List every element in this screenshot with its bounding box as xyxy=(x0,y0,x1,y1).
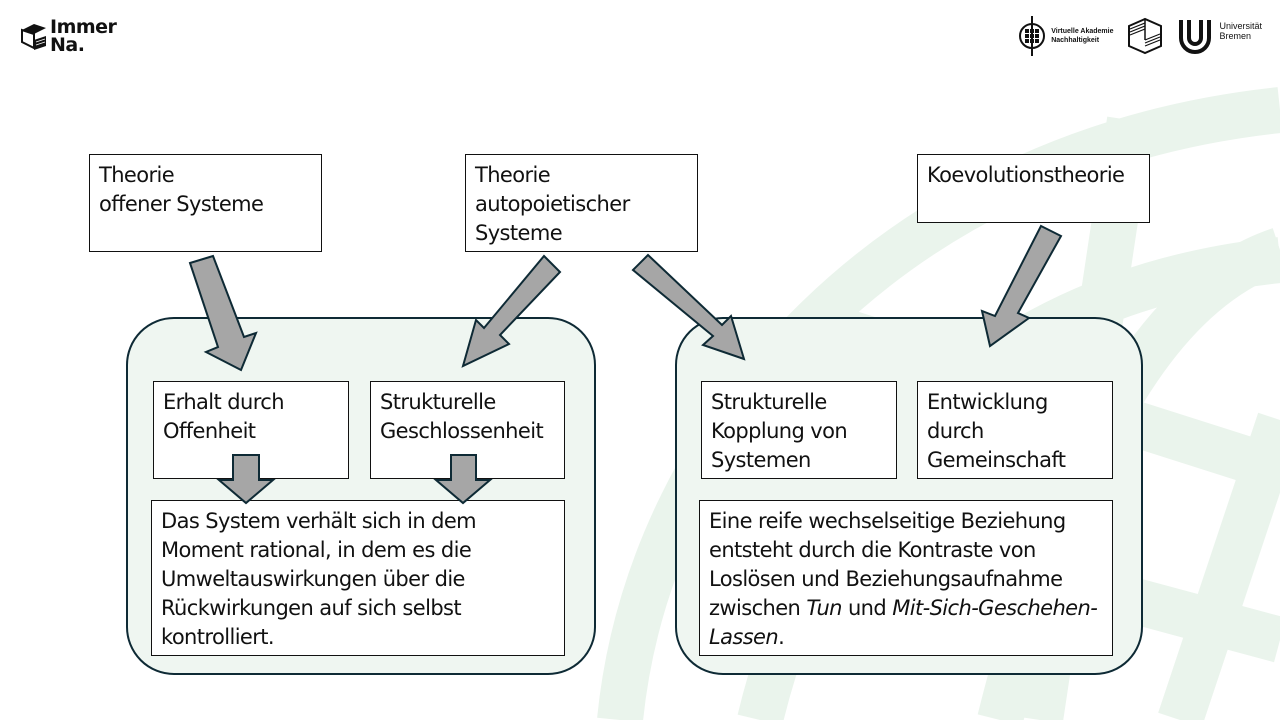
concept-box-strukturelle-geschlossenheit: Strukturelle Geschlossenheit xyxy=(370,381,565,479)
concept-box-entwicklung-durch-gemeinschaft: Entwicklung durch Gemeinschaft xyxy=(917,381,1113,479)
concept-text: Erhalt durch Offenheit xyxy=(163,390,285,443)
concept-box-strukturelle-kopplung: Strukturelle Kopplung von Systemen xyxy=(701,381,897,479)
book-stack-icon xyxy=(21,24,46,50)
conclusion-italic-tun: Tun xyxy=(806,596,842,620)
conclusion-box-right: Eine reife wechselseitige Beziehung ents… xyxy=(699,500,1113,656)
universitaet-bremen-logo: Universität Bremen xyxy=(1177,16,1262,56)
conclusion-text-prefix: Eine reife wechselseitige Beziehung ents… xyxy=(709,509,1066,620)
uni-line-2: Bremen xyxy=(1219,31,1251,41)
conclusion-text: Das System verhält sich in dem Moment ra… xyxy=(161,509,477,649)
theory-box-offene-systeme: Theorie offener Systeme xyxy=(89,154,322,252)
logo-line-1: Immer xyxy=(50,16,117,38)
conclusion-box-left: Das System verhält sich in dem Moment ra… xyxy=(151,500,565,656)
theory-box-autopoietische-systeme: Theorie autopoietischer Systeme xyxy=(465,154,698,252)
immer-na-logo: Immer Na. xyxy=(18,16,117,56)
conclusion-text-middle: und xyxy=(841,596,893,620)
stacked-cube-icon xyxy=(1128,17,1163,55)
u-mark-icon xyxy=(1179,20,1212,54)
theory-text: Theorie offener Systeme xyxy=(99,163,264,216)
theory-box-koevolution: Koevolutionstheorie xyxy=(917,154,1150,223)
partner-logos: Virtuelle Akademie Nachhaltigkeit Univer… xyxy=(1017,14,1262,58)
concept-text: Strukturelle Kopplung von Systemen xyxy=(711,390,848,472)
vak-line-1: Virtuelle Akademie xyxy=(1051,28,1114,35)
theory-text: Theorie autopoietischer Systeme xyxy=(475,163,630,245)
conclusion-italic-mit-sich-geschehen-lassen: Mit-Sich-Geschehen-Lassen xyxy=(709,596,1098,649)
vak-line-2: Nachhaltigkeit xyxy=(1051,37,1100,44)
concept-box-erhalt-durch-offenheit: Erhalt durch Offenheit xyxy=(153,381,349,479)
globe-grid-icon xyxy=(1019,16,1046,56)
uni-line-1: Universität xyxy=(1219,21,1262,31)
logo-line-2: Na. xyxy=(50,34,85,56)
concept-text: Strukturelle Geschlossenheit xyxy=(380,390,544,443)
virtuelle-akademie-logo: Virtuelle Akademie Nachhaltigkeit xyxy=(1017,14,1113,58)
theory-text: Koevolutionstheorie xyxy=(927,163,1125,187)
concept-text: Entwicklung durch Gemeinschaft xyxy=(927,390,1066,472)
conclusion-text-suffix: . xyxy=(778,625,785,649)
